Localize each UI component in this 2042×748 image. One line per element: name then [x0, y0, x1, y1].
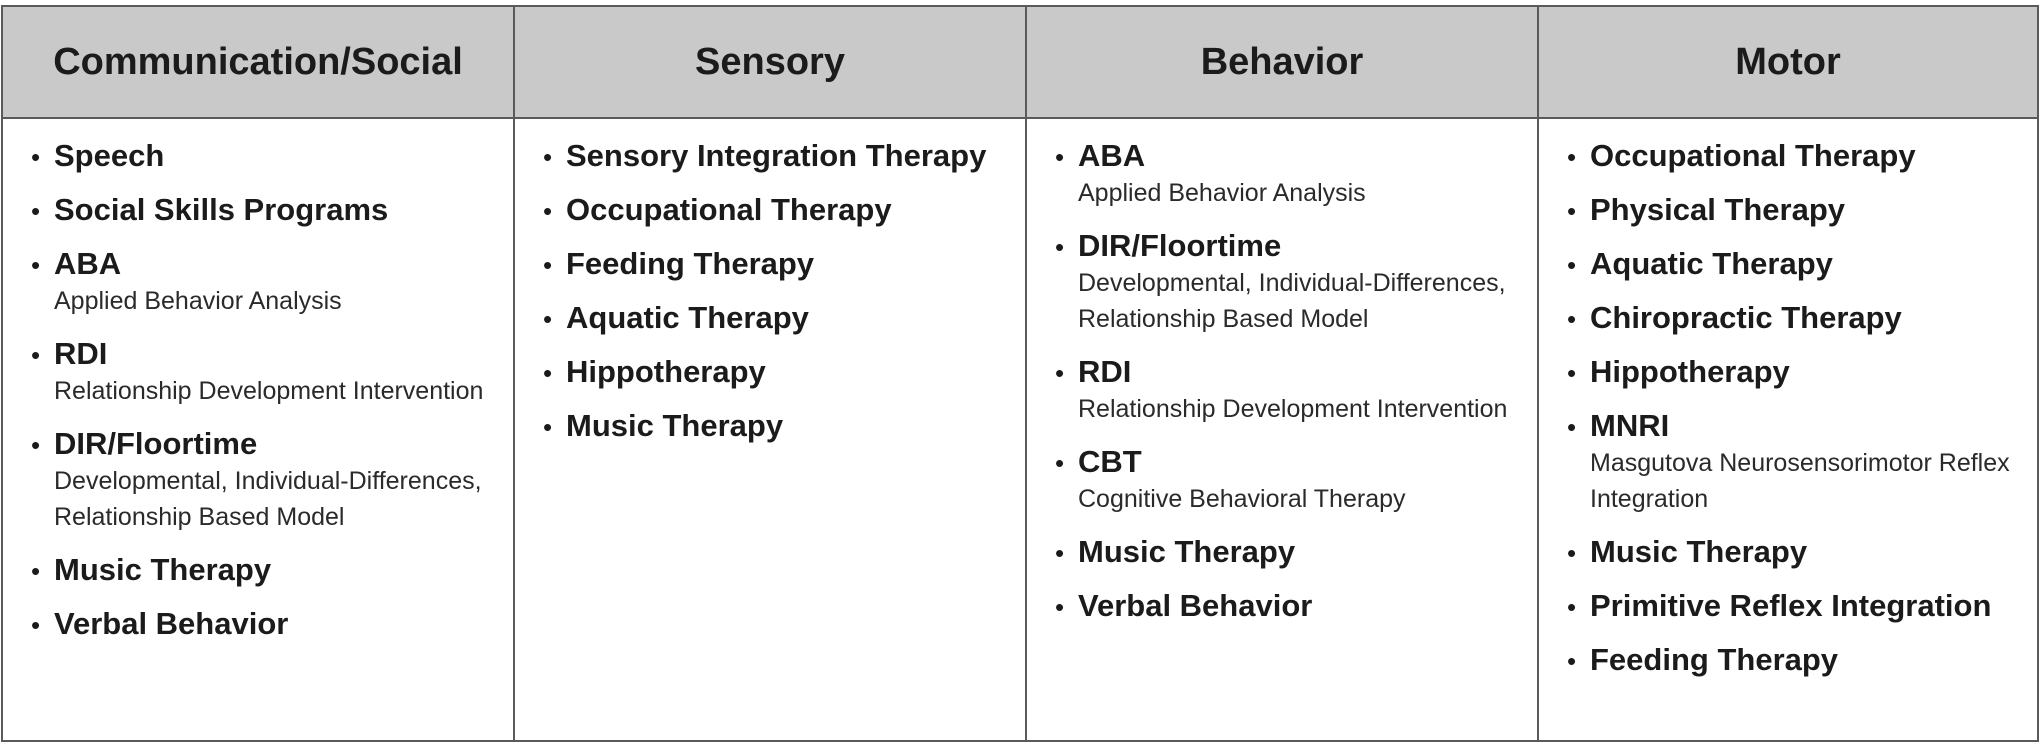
list-item: ABA Applied Behavior Analysis [1054, 137, 1537, 211]
therapy-list: Occupational Therapy Physical Therapy Aq… [1566, 137, 2037, 680]
item-title: Music Therapy [1078, 534, 1296, 569]
item-title: Music Therapy [1590, 534, 1808, 569]
item-title: RDI [1078, 354, 1132, 389]
item-description: Applied Behavior Analysis [1078, 179, 1366, 207]
item-title: Chiropractic Therapy [1590, 300, 1902, 335]
list-item: Physical Therapy [1566, 191, 2037, 230]
item-description: Applied Behavior Analysis [54, 287, 342, 315]
therapy-list: ABA Applied Behavior Analysis DIR/Floorti… [1054, 137, 1537, 626]
item-title: MNRI [1590, 408, 1670, 443]
item-title: DIR/Floortime [54, 426, 258, 461]
header-communication-social: Communication/Social [3, 7, 515, 119]
item-title: Music Therapy [566, 408, 784, 443]
item-title: Occupational Therapy [1590, 138, 1916, 173]
list-item: Music Therapy [30, 551, 513, 590]
list-item: RDI Relationship Development Intervention [1054, 353, 1537, 427]
item-title: Verbal Behavior [54, 606, 289, 641]
item-description: Relationship Development Intervention [54, 377, 484, 405]
list-item: Hippotherapy [1566, 353, 2037, 392]
list-item: Primitive Reflex Integration [1566, 587, 2037, 626]
list-item: CBT Cognitive Behavioral Therapy [1054, 443, 1537, 517]
item-title: DIR/Floortime [1078, 228, 1282, 263]
item-title: Feeding Therapy [1590, 642, 1839, 677]
list-item: ABA Applied Behavior Analysis [30, 245, 513, 319]
item-title: CBT [1078, 444, 1142, 479]
item-title: Feeding Therapy [566, 246, 815, 281]
list-item: Verbal Behavior [1054, 587, 1537, 626]
item-title: Sensory Integration Therapy [566, 138, 987, 173]
list-item: Social Skills Programs [30, 191, 513, 230]
list-item: Speech [30, 137, 513, 176]
item-description: Developmental, Individual-Differences, R… [1078, 269, 1506, 333]
item-title: RDI [54, 336, 108, 371]
list-item: Aquatic Therapy [542, 299, 1025, 338]
list-item: Aquatic Therapy [1566, 245, 2037, 284]
list-item: Music Therapy [1566, 533, 2037, 572]
list-item: Verbal Behavior [30, 605, 513, 644]
item-title: ABA [1078, 138, 1146, 173]
item-title: Primitive Reflex Integration [1590, 588, 1992, 623]
item-description: Cognitive Behavioral Therapy [1078, 485, 1406, 513]
item-title: Aquatic Therapy [566, 300, 809, 335]
column-motor: Occupational Therapy Physical Therapy Aq… [1539, 119, 2037, 740]
list-item: Chiropractic Therapy [1566, 299, 2037, 338]
list-item: Feeding Therapy [1566, 641, 2037, 680]
list-item: MNRI Masgutova Neurosensorimotor Reflex I… [1566, 407, 2037, 517]
item-title: Aquatic Therapy [1590, 246, 1833, 281]
item-description: Relationship Development Intervention [1078, 395, 1508, 423]
header-motor: Motor [1539, 7, 2037, 119]
item-description: Masgutova Neurosensorimotor Reflex Integ… [1590, 449, 2010, 513]
item-title: Music Therapy [54, 552, 272, 587]
list-item: RDI Relationship Development Intervention [30, 335, 513, 409]
item-title: Verbal Behavior [1078, 588, 1313, 623]
list-item: Feeding Therapy [542, 245, 1025, 284]
item-description: Developmental, Individual-Differences, R… [54, 467, 482, 531]
item-title: Social Skills Programs [54, 192, 389, 227]
therapy-list: Speech Social Skills Programs ABA Applied… [30, 137, 513, 644]
column-sensory: Sensory Integration Therapy Occupational… [515, 119, 1027, 740]
item-title: Occupational Therapy [566, 192, 892, 227]
item-title: Physical Therapy [1590, 192, 1846, 227]
item-title: ABA [54, 246, 122, 281]
list-item: Music Therapy [1054, 533, 1537, 572]
list-item: Hippotherapy [542, 353, 1025, 392]
column-communication-social: Speech Social Skills Programs ABA Applied… [3, 119, 515, 740]
column-behavior: ABA Applied Behavior Analysis DIR/Floorti… [1027, 119, 1539, 740]
list-item: Sensory Integration Therapy [542, 137, 1025, 176]
list-item: Occupational Therapy [542, 191, 1025, 230]
item-title: Hippotherapy [566, 354, 766, 389]
list-item: Music Therapy [542, 407, 1025, 446]
therapy-list: Sensory Integration Therapy Occupational… [542, 137, 1025, 446]
list-item: Occupational Therapy [1566, 137, 2037, 176]
header-behavior: Behavior [1027, 7, 1539, 119]
header-sensory: Sensory [515, 7, 1027, 119]
item-title: Hippotherapy [1590, 354, 1790, 389]
therapy-table: Communication/Social Sensory Behavior Mo… [1, 5, 2039, 742]
item-title: Speech [54, 138, 165, 173]
